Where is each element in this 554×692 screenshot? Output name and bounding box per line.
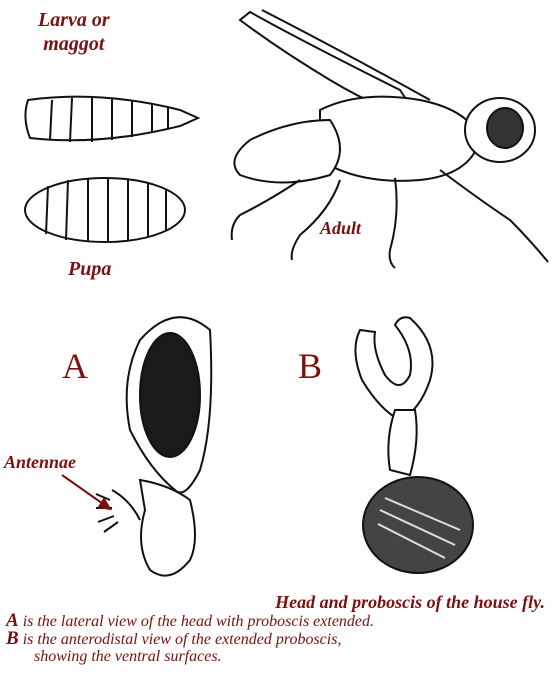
caption-a-text: is the lateral view of the head with pro… [19,613,374,630]
view-a-label: A [62,348,88,384]
caption: Head and proboscis of the house fly. A i… [6,592,551,665]
antennae-label: Antennae [4,452,76,473]
caption-line-a: A is the lateral view of the head with p… [6,612,551,630]
caption-line-b: B is the anterodistal view of the extend… [6,630,551,648]
larva-label: Larva or maggot [38,8,110,56]
proboscis-view [355,317,473,573]
pupa-drawing [25,178,185,242]
caption-b-key: B [6,628,19,649]
view-b-label: B [298,348,322,384]
adult-label: Adult [320,218,361,239]
pupa-label: Pupa [68,258,111,281]
caption-title: Head and proboscis of the house fly. [6,592,551,612]
caption-b-text: is the anterodistal view of the extended… [19,631,342,648]
head-lateral-view [96,317,211,575]
larva-drawing [25,97,198,142]
adult-fly-drawing [232,10,548,268]
caption-line-b2: showing the ventral surfaces. [6,648,551,665]
antennae-pointer [62,475,110,509]
